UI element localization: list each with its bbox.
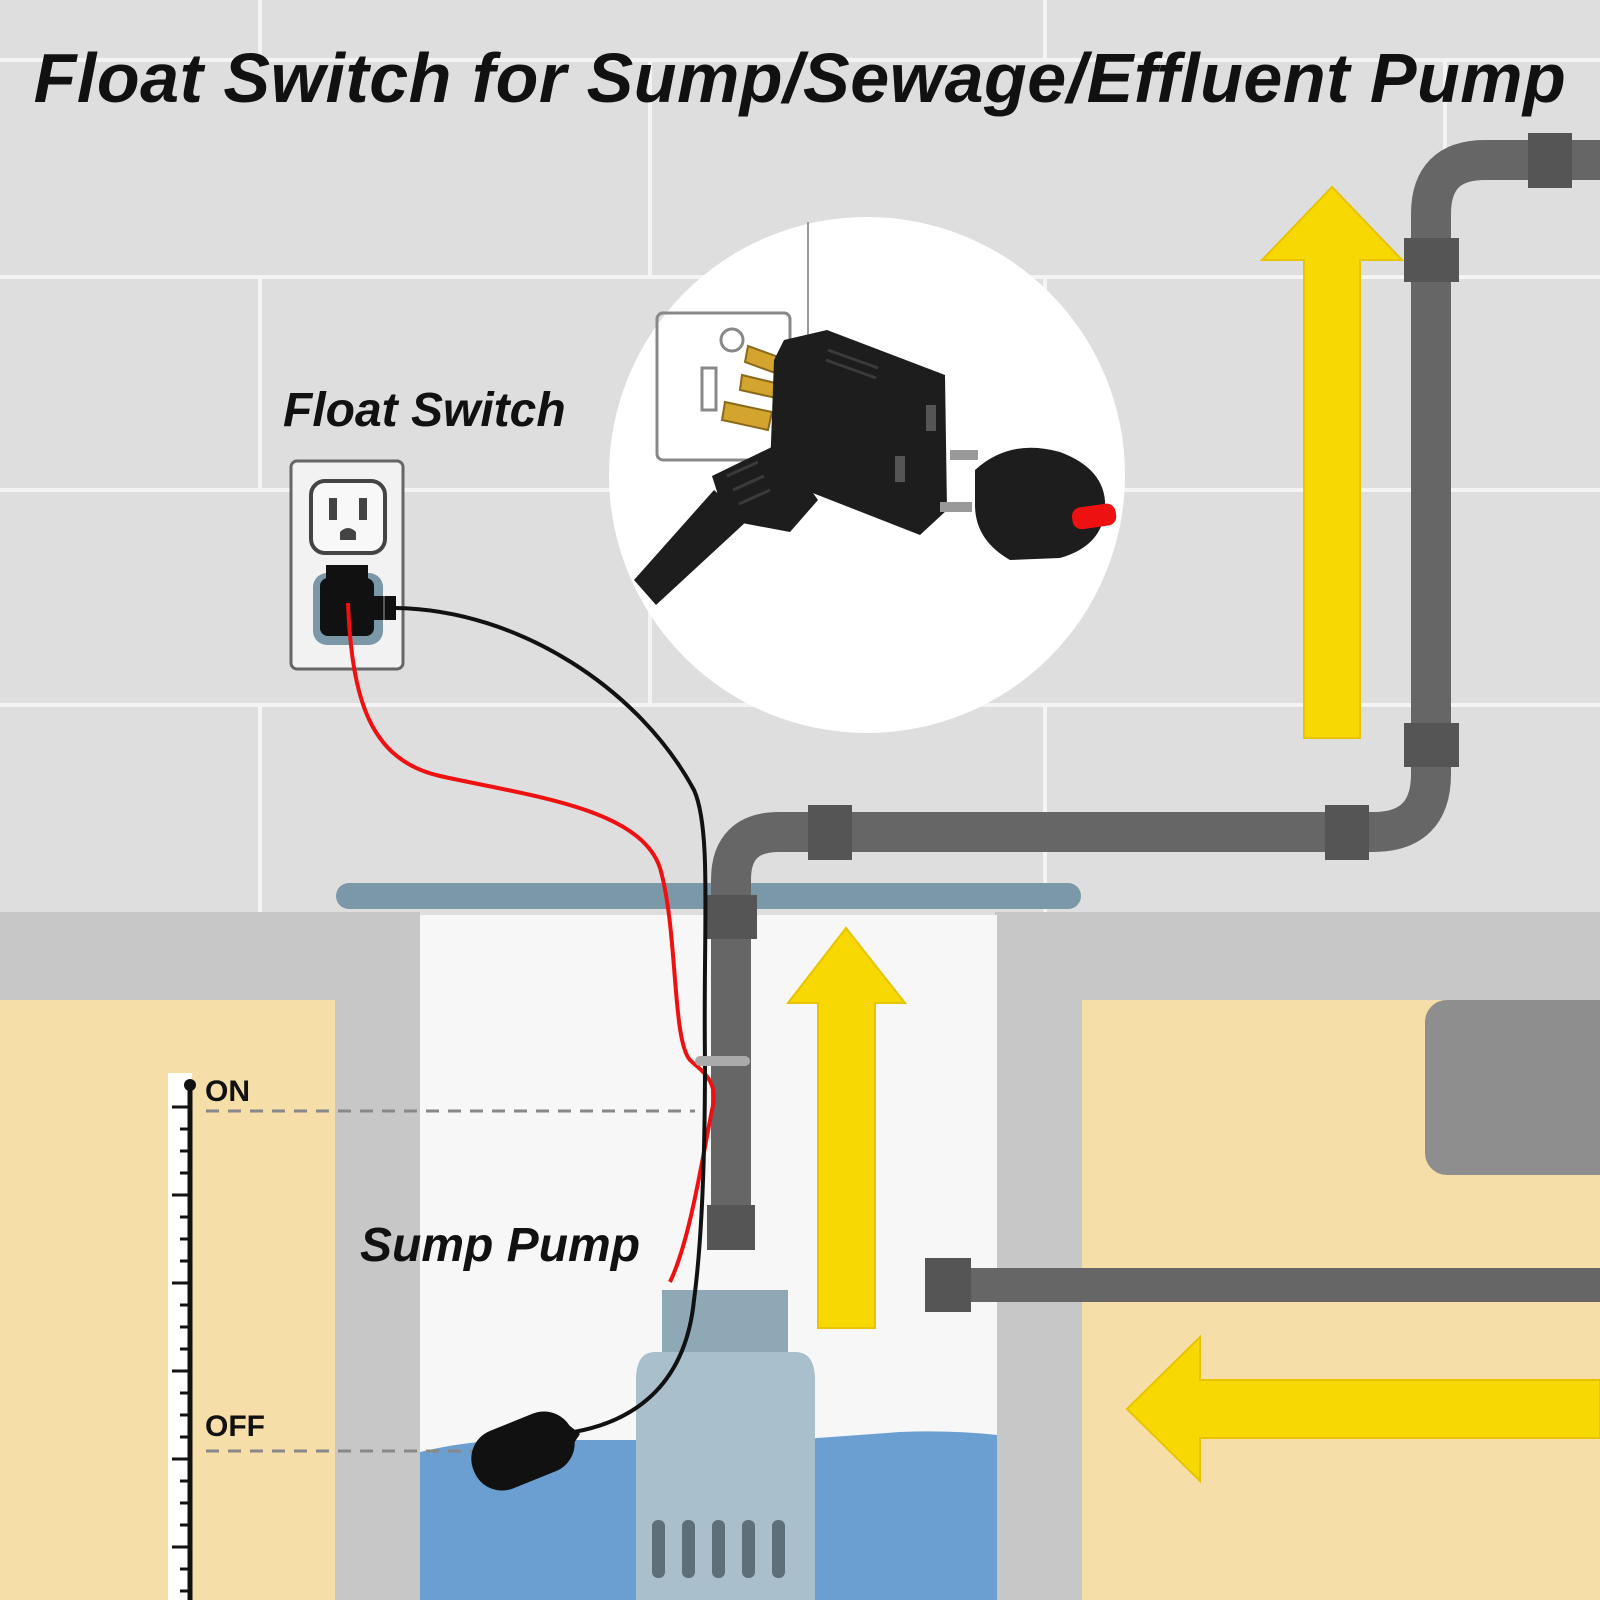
- inflow-pipe-coupling: [925, 1258, 971, 1312]
- drain-block: [1425, 1000, 1600, 1175]
- inset-right-angle-plug: [634, 330, 947, 605]
- sump-pump-label: Sump Pump: [360, 1219, 641, 1272]
- diagram-title: Float Switch for Sump/Sewage/Effluent Pu…: [33, 39, 1567, 117]
- cord-clamp: [695, 1056, 750, 1066]
- flow-arrow-icon: [785, 185, 1600, 1484]
- red-pump-cord: [346, 602, 716, 1283]
- soil-left: [0, 1000, 335, 1600]
- sump-pump: [636, 1290, 815, 1600]
- plug-detail-inset: [609, 217, 1125, 733]
- inflow-pipe: [935, 1268, 1600, 1302]
- black-float-cord: [395, 606, 708, 1434]
- inset-pump-plug: [940, 447, 1117, 560]
- discharge-pipe: [711, 140, 1600, 1210]
- float-switch-label: Float Switch: [283, 384, 566, 437]
- level-scale: [168, 1073, 695, 1600]
- pipe-couplings: [705, 133, 1572, 1250]
- water-right: [790, 1431, 997, 1600]
- float-ball-icon: [471, 1411, 580, 1491]
- level-off-label: OFF: [205, 1410, 265, 1443]
- level-on-label: ON: [205, 1075, 250, 1108]
